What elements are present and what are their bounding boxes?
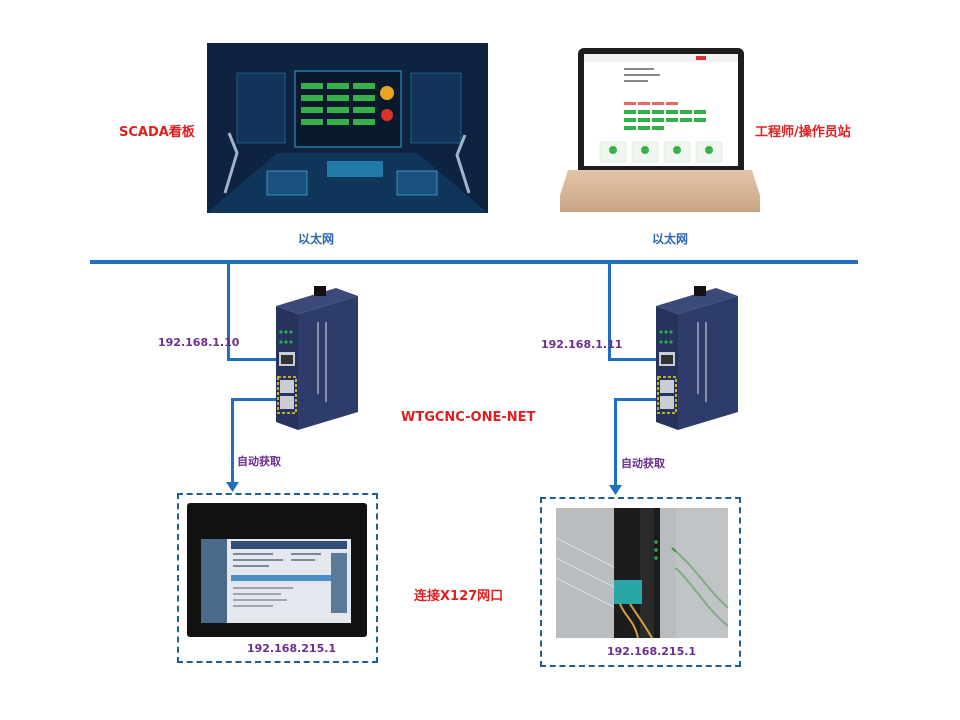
left-uplink-horizontal [227, 358, 279, 361]
gateway-ip-right: 192.168.1.11 [541, 338, 623, 351]
scada-display-image [207, 43, 488, 213]
left-downlink-vertical [231, 398, 234, 486]
right-uplink-vertical [608, 262, 611, 360]
gateway-device-left [276, 286, 358, 430]
auto-acquire-left: 自动获取 [237, 455, 281, 468]
device-ip-right: 192.168.215.1 [607, 645, 697, 658]
left-arrow-head [226, 482, 239, 492]
device-ip-left: 192.168.215.1 [247, 642, 337, 655]
laptop-base [560, 170, 760, 212]
ethernet-label-left: 以太网 [298, 232, 335, 246]
left-uplink-vertical [227, 262, 230, 360]
engineer-station-label: 工程师/操作员站 [755, 125, 851, 140]
right-downlink-horizontal [614, 398, 658, 401]
right-downlink-vertical [614, 398, 617, 488]
laptop-screen [578, 48, 744, 170]
gateway-ip-left: 192.168.1.10 [158, 336, 240, 349]
ethernet-label-right: 以太网 [652, 232, 689, 246]
ethernet-bus [90, 260, 858, 264]
scada-label: SCADA看板 [119, 125, 195, 140]
auto-acquire-right: 自动获取 [621, 457, 665, 470]
left-device-box [177, 493, 378, 663]
gateway-device-right [656, 286, 738, 430]
gateway-model-label: WTGCNC-ONE-NET [401, 410, 536, 425]
drive-cabinet-image [556, 508, 728, 638]
right-uplink-horizontal [608, 358, 658, 361]
right-arrow-head [609, 485, 622, 495]
right-device-box [540, 497, 741, 667]
cnc-hmi-panel-image [187, 503, 367, 637]
connect-note-label: 连接X127网口 [414, 589, 504, 604]
left-downlink-horizontal [231, 398, 279, 401]
